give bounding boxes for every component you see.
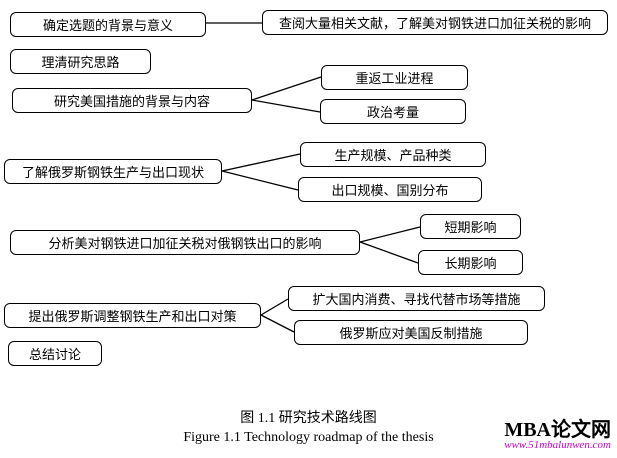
node-research-idea: 理清研究思路 [10, 49, 151, 74]
edge-counter-russia [260, 314, 295, 333]
node-countermeasures: 提出俄罗斯调整钢铁生产和出口对策 [4, 303, 261, 328]
figure-caption-en: Figure 1.1 Technology roadmap of the the… [183, 430, 434, 445]
node-us-measures: 研究美国措施的背景与内容 [12, 88, 252, 113]
node-impact-analysis: 分析美对钢铁进口加征关税对俄钢铁出口的影响 [10, 230, 360, 255]
node-short-term-impact: 短期影响 [420, 214, 521, 239]
node-topic-background: 确定选题的背景与意义 [10, 12, 206, 37]
edge-us-political [251, 99, 321, 113]
node-russia-steel-status: 了解俄罗斯钢铁生产与出口现状 [4, 159, 222, 184]
edge-us-reindustrialization [251, 76, 322, 101]
edge-impact-short [359, 226, 421, 243]
edge-counter-expand [260, 298, 289, 316]
watermark-url: www.51mbalunwen.com [504, 439, 611, 451]
node-production-scale: 生产规模、产品种类 [300, 142, 486, 167]
node-literature-review: 查阅大量相关文献，了解美对钢铁进口加征关税的影响 [262, 10, 608, 35]
edge-russia-export [221, 170, 299, 191]
node-reindustrialization: 重返工业进程 [321, 65, 468, 90]
node-russia-counter-measures: 俄罗斯应对美国反制措施 [294, 320, 528, 345]
node-political-consideration: 政治考量 [320, 99, 466, 124]
node-export-scale: 出口规模、国别分布 [298, 177, 482, 202]
edge-russia-production [221, 153, 301, 172]
node-expand-consumption: 扩大国内消费、寻找代替市场等措施 [288, 286, 545, 311]
edge-impact-long [359, 241, 419, 264]
node-summary-discussion: 总结讨论 [8, 341, 102, 366]
figure-caption-zh: 图 1.1 研究技术路线图 [240, 411, 377, 426]
node-long-term-impact: 长期影响 [418, 250, 523, 275]
watermark-brand: MBA论文网 [504, 419, 611, 441]
